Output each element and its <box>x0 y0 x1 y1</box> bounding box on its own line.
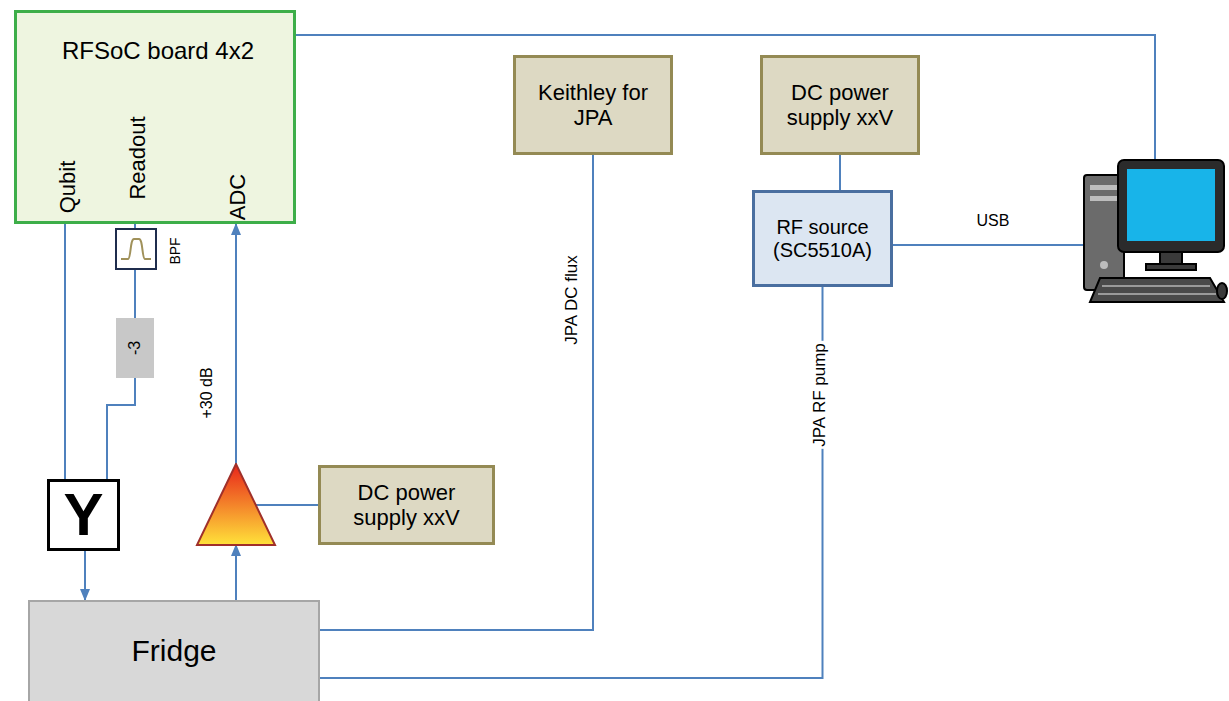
node-text: Y <box>63 485 103 545</box>
node-text: Fridge <box>131 634 216 669</box>
connector <box>64 224 66 479</box>
node-text: Qubit <box>56 161 80 214</box>
edge-label: JPA RF pump <box>811 341 830 449</box>
filter-box: BPF <box>115 228 157 270</box>
computer-illustration <box>1084 160 1227 302</box>
wire-label: USB <box>977 212 1010 230</box>
edge-label: JPA DC flux <box>563 253 582 346</box>
board-box: RFSoC board 4x2Qubit ReadoutADC <box>14 10 296 224</box>
node-text: RF source (SC5510A) <box>760 216 885 262</box>
computer-link-wire <box>296 35 1155 160</box>
connector <box>320 155 593 630</box>
node-text: +30 dB <box>198 367 216 418</box>
amplifier-symbol <box>195 463 277 547</box>
amplifier-triangle: +30 dB <box>195 463 277 547</box>
connector <box>235 224 237 464</box>
connector <box>256 504 318 506</box>
node-text: Readout <box>126 116 150 199</box>
node-text: DC power supply xxV <box>326 480 487 531</box>
power-supply-box: DC power supply xxV <box>318 465 495 545</box>
usb-wire <box>893 244 1084 246</box>
node-text: RFSoC board 4x2 <box>62 38 254 64</box>
connector <box>134 270 136 318</box>
connector <box>107 378 135 479</box>
rf-source-box: RF source (SC5510A) <box>752 190 893 287</box>
node-text: Keithley for JPA <box>521 80 665 131</box>
node-text: -3 <box>126 341 144 355</box>
connector <box>235 545 237 600</box>
attenuator-box: -3 <box>116 318 154 378</box>
node-text: DC power supply xxV <box>768 80 912 131</box>
keithley-box: Keithley for JPA <box>513 55 673 155</box>
connector <box>839 155 841 190</box>
combiner-box: Y <box>47 479 120 551</box>
node-text: BPF <box>168 237 183 264</box>
filter-symbol <box>117 230 155 268</box>
power-supply-box: DC power supply xxV <box>760 55 920 155</box>
fridge-box: Fridge <box>28 600 320 701</box>
node-text: ADC <box>226 174 250 220</box>
connector <box>84 551 86 600</box>
